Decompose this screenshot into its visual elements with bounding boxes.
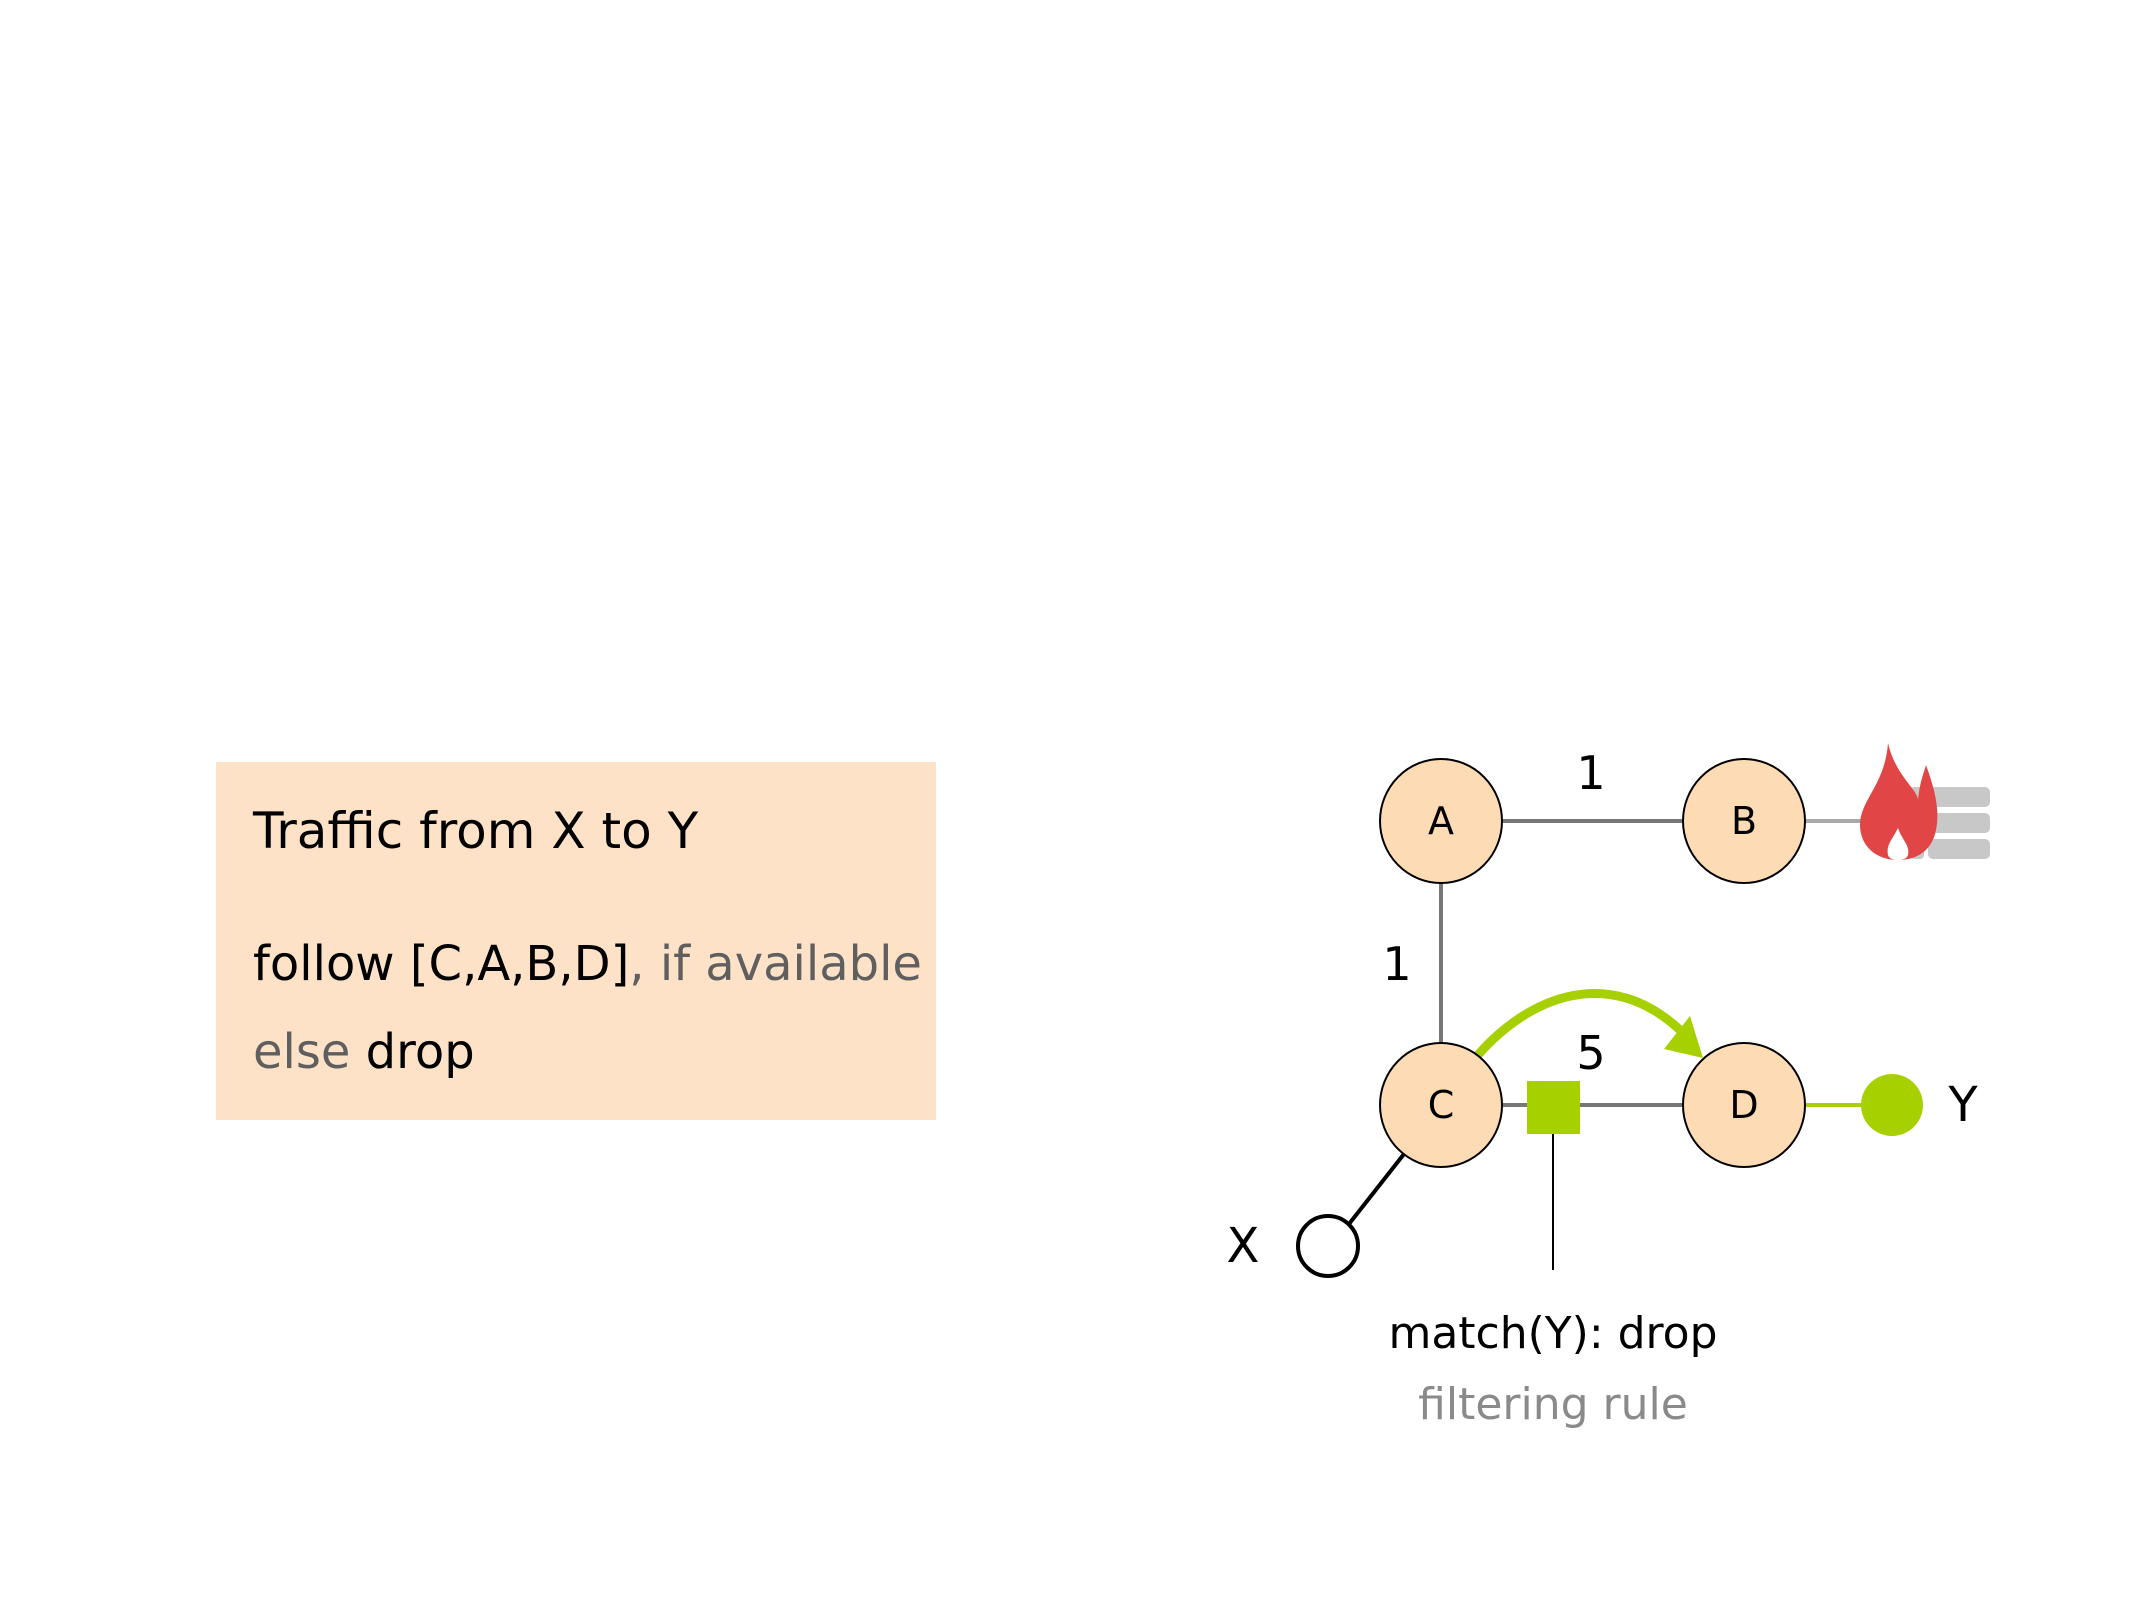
source-x-endpoint[interactable] — [1296, 1214, 1360, 1278]
path-arrow — [1473, 989, 1684, 1059]
destination-y-endpoint[interactable] — [1861, 1074, 1923, 1136]
filter-rule-marker[interactable] — [1527, 1081, 1580, 1134]
policy-path: follow [C,A,B,D] — [253, 936, 630, 992]
policy-box: Traffic from X to Y follow [C,A,B,D], if… — [216, 762, 936, 1120]
policy-line-follow: follow [C,A,B,D], if available — [253, 936, 922, 992]
node-a-label: A — [1428, 799, 1454, 843]
node-b-label: B — [1731, 799, 1757, 843]
source-x-label: X — [1227, 1218, 1260, 1274]
policy-line-else: else drop — [253, 1024, 475, 1080]
weight-a-b: 1 — [1576, 746, 1605, 800]
node-b[interactable]: B — [1682, 758, 1806, 884]
firewall-icon — [1860, 743, 1990, 861]
policy-else: else — [253, 1024, 366, 1080]
policy-title: Traffic from X to Y — [253, 802, 699, 860]
edge-c-x — [1347, 1152, 1406, 1226]
path-arrowhead — [1664, 1016, 1703, 1058]
node-c[interactable]: C — [1379, 1042, 1503, 1168]
weight-c-d: 5 — [1576, 1026, 1605, 1080]
node-a[interactable]: A — [1379, 758, 1503, 884]
rule-caption: filtering rule — [1418, 1379, 1688, 1430]
node-d[interactable]: D — [1682, 1042, 1806, 1168]
destination-y-label: Y — [1947, 1077, 1978, 1133]
node-d-label: D — [1729, 1083, 1758, 1127]
weight-a-c: 1 — [1382, 937, 1411, 991]
rule-text: match(Y): drop — [1388, 1308, 1717, 1359]
policy-condition: , if available — [629, 936, 922, 992]
policy-fallback: drop — [365, 1024, 475, 1080]
node-c-label: C — [1428, 1083, 1455, 1127]
